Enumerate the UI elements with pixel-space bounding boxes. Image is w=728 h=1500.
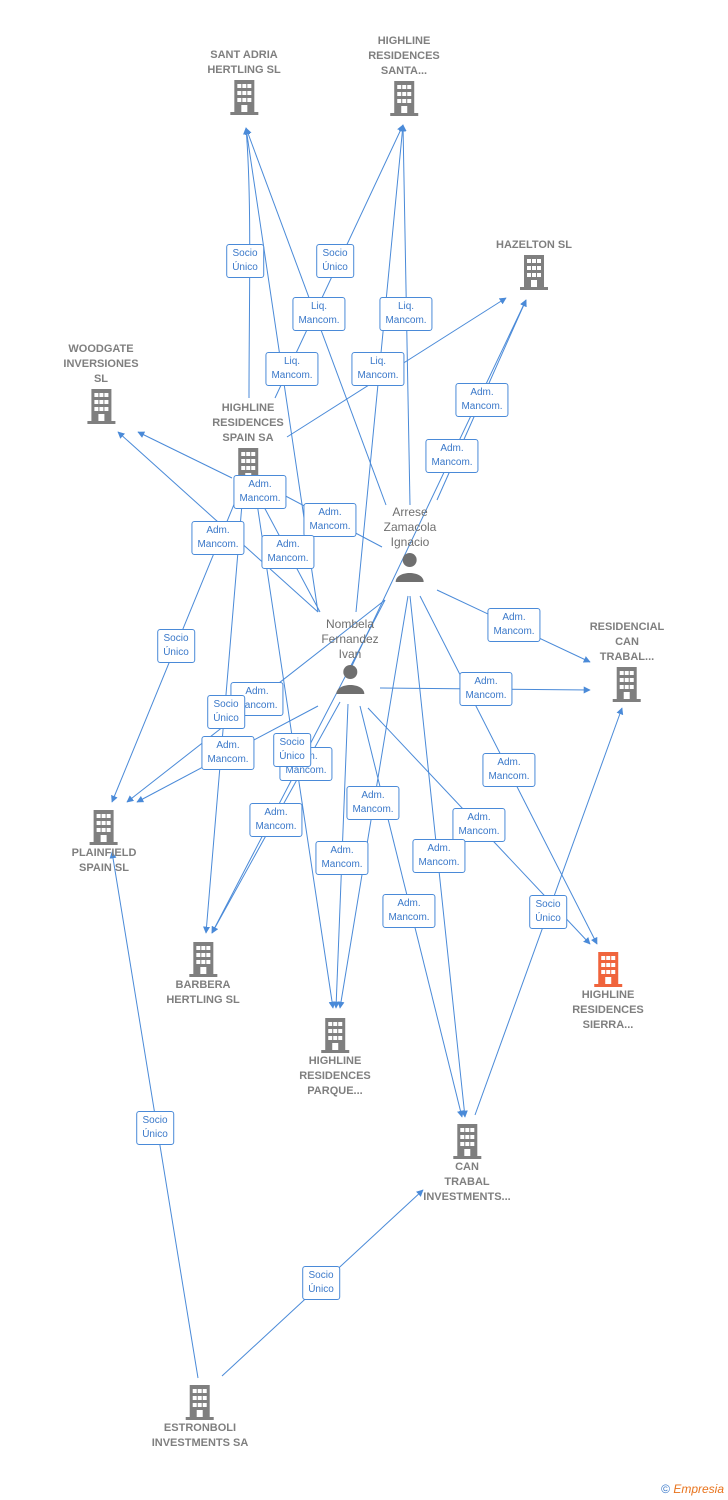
edge-label-adm-mancom: Adm. Mancom. bbox=[452, 808, 506, 842]
edge-label-adm-mancom: Adm. Mancom. bbox=[487, 608, 541, 642]
node-nombela-fernandez-ivan[interactable]: Nombela Fernandez Ivan bbox=[321, 617, 379, 694]
node-label: WOODGATE INVERSIONES SL bbox=[63, 343, 139, 385]
edge-label-adm-mancom: Adm. Mancom. bbox=[412, 839, 466, 873]
edge-label-adm-mancom: Adm. Mancom. bbox=[346, 786, 400, 820]
edge-label-adm-mancom: Adm. Mancom. bbox=[482, 753, 536, 787]
node-label: CAN TRABAL INVESTMENTS... bbox=[423, 1161, 511, 1203]
edge-label-liq-mancom: Liq. Mancom. bbox=[265, 352, 319, 386]
footer-brand: © Empresia bbox=[661, 1482, 724, 1496]
node-label: HAZELTON SL bbox=[496, 239, 572, 251]
building-icon-focus bbox=[594, 952, 622, 987]
person-icon bbox=[336, 665, 364, 694]
node-label: PLAINFIELD SPAIN SL bbox=[71, 847, 137, 874]
node-label: HIGHLINE RESIDENCES SANTA... bbox=[368, 35, 440, 77]
building-icon bbox=[230, 80, 258, 115]
node-can-trabal-investments[interactable]: CAN TRABAL INVESTMENTS... bbox=[423, 1122, 511, 1205]
node-label: HIGHLINE RESIDENCES SPAIN SA bbox=[212, 402, 284, 444]
node-hazelton[interactable]: HAZELTON SL bbox=[496, 238, 572, 291]
node-label: Arrese Zamacola Ignacio bbox=[383, 505, 437, 549]
edge-label-adm-mancom: Adm. Mancom. bbox=[455, 383, 509, 417]
building-icon bbox=[90, 810, 118, 845]
edge-label-adm-mancom: Adm. Mancom. bbox=[249, 803, 303, 837]
brand-logo: Empresia bbox=[673, 1482, 724, 1496]
edge-label-adm-mancom: Adm. Mancom. bbox=[315, 841, 369, 875]
node-sant-adria-hertling[interactable]: SANT ADRIA HERTLING SL bbox=[207, 48, 281, 116]
edge-label-socio-unico: Socio Único bbox=[136, 1111, 174, 1145]
node-barbera-hertling[interactable]: BARBERA HERTLING SL bbox=[166, 940, 240, 1008]
node-arrese-zamacola-ignacio[interactable]: Arrese Zamacola Ignacio bbox=[383, 505, 437, 582]
node-highline-residences-santa[interactable]: HIGHLINE RESIDENCES SANTA... bbox=[368, 34, 440, 117]
building-icon bbox=[519, 255, 548, 290]
node-label: RESIDENCIAL CAN TRABAL... bbox=[589, 621, 665, 663]
building-icon bbox=[185, 1385, 214, 1420]
building-icon bbox=[189, 942, 217, 977]
edge-label-adm-mancom: Adm. Mancom. bbox=[459, 672, 513, 706]
node-highline-residences-parque[interactable]: HIGHLINE RESIDENCES PARQUE... bbox=[299, 1016, 371, 1099]
node-highline-residences-sierra[interactable]: HIGHLINE RESIDENCES SIERRA... bbox=[572, 950, 644, 1033]
person-icon bbox=[396, 553, 424, 582]
node-label: Nombela Fernandez Ivan bbox=[321, 617, 379, 661]
edge-label-adm-mancom: Adm. Mancom. bbox=[191, 521, 245, 555]
edge-label-adm-mancom: Adm. Mancom. bbox=[201, 736, 255, 770]
node-label: BARBERA HERTLING SL bbox=[166, 979, 240, 1006]
node-label: HIGHLINE RESIDENCES SIERRA... bbox=[572, 989, 644, 1031]
node-highline-residences-spain[interactable]: HIGHLINE RESIDENCES SPAIN SA bbox=[212, 401, 284, 484]
edge-label-socio-unico: Socio Único bbox=[302, 1266, 340, 1300]
edge-label-liq-mancom: Liq. Mancom. bbox=[351, 352, 405, 386]
edge-label-socio-unico: Socio Único bbox=[529, 895, 567, 929]
building-icon bbox=[87, 389, 115, 424]
edge-label-adm-mancom: Adm. Mancom. bbox=[233, 475, 287, 509]
edge-label-adm-mancom: Adm. Mancom. bbox=[382, 894, 436, 928]
edge-label-socio-unico: Socio Único bbox=[226, 244, 264, 278]
building-icon bbox=[453, 1124, 481, 1159]
copyright-symbol: © bbox=[661, 1482, 670, 1496]
edge-label-adm-mancom: Adm. Mancom. bbox=[303, 503, 357, 537]
node-woodgate-inversiones[interactable]: WOODGATE INVERSIONES SL bbox=[63, 342, 139, 425]
building-icon bbox=[390, 81, 418, 116]
building-icon bbox=[321, 1018, 349, 1053]
node-plainfield-spain[interactable]: PLAINFIELD SPAIN SL bbox=[71, 808, 137, 876]
node-label: SANT ADRIA HERTLING SL bbox=[207, 49, 281, 76]
edge-label-liq-mancom: Liq. Mancom. bbox=[292, 297, 346, 331]
edge-label-socio-unico: Socio Único bbox=[157, 629, 195, 663]
node-residencial-can-trabal[interactable]: RESIDENCIAL CAN TRABAL... bbox=[589, 620, 665, 703]
building-icon bbox=[613, 667, 641, 702]
node-label: ESTRONBOLI INVESTMENTS SA bbox=[151, 1422, 249, 1449]
edge-label-adm-mancom: Adm. Mancom. bbox=[425, 439, 479, 473]
node-label: HIGHLINE RESIDENCES PARQUE... bbox=[299, 1055, 371, 1097]
edge-label-liq-mancom: Liq. Mancom. bbox=[379, 297, 433, 331]
edge-label-socio-unico: Socio Único bbox=[207, 695, 245, 729]
edge-label-adm-mancom: Adm. Mancom. bbox=[261, 535, 315, 569]
node-estronboli-investments[interactable]: ESTRONBOLI INVESTMENTS SA bbox=[151, 1383, 249, 1451]
edge-label-socio-unico: Socio Único bbox=[273, 733, 311, 767]
edge-label-socio-unico: Socio Único bbox=[316, 244, 354, 278]
